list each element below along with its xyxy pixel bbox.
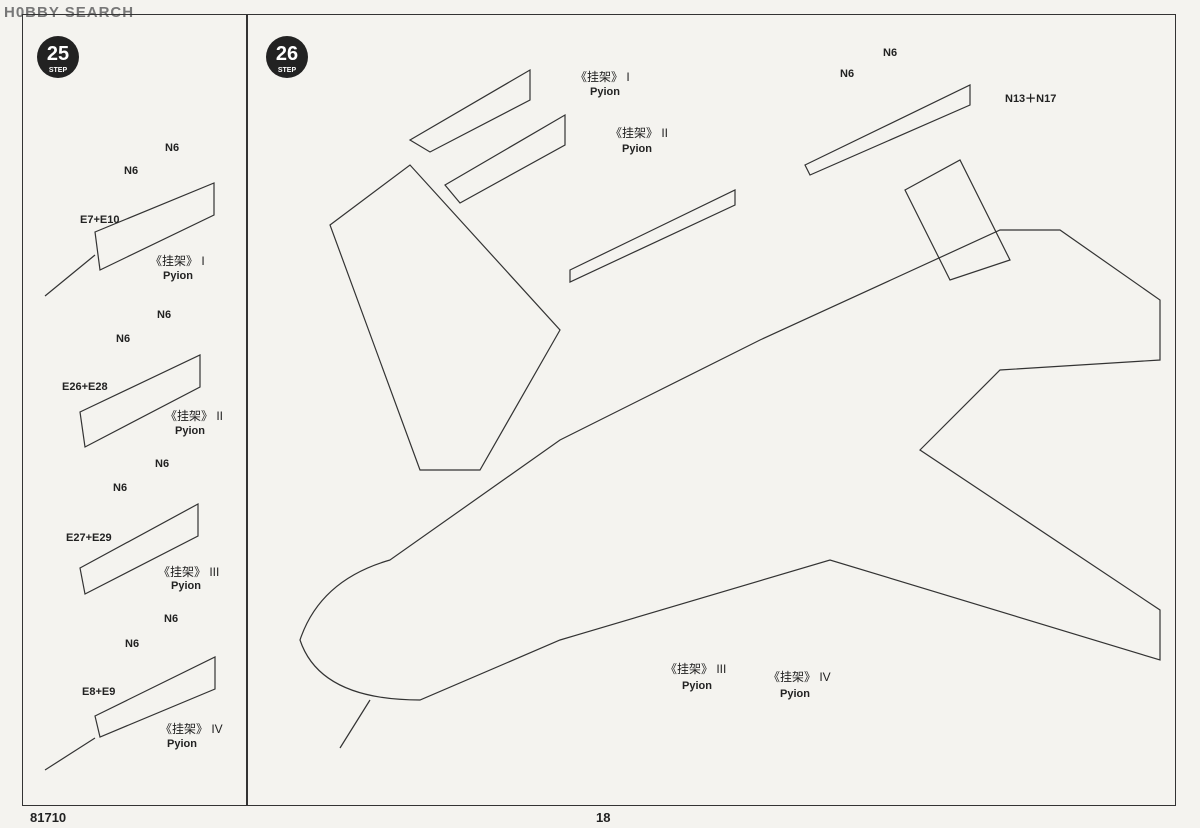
pylon-zh: 《挂架》 II <box>165 409 224 423</box>
label-n6: N6 <box>157 309 172 321</box>
pylon-zh: 《挂架》 I <box>150 254 205 268</box>
pylon-en: Pyion <box>780 688 810 700</box>
step-word: STEP <box>277 67 297 74</box>
pylon-en: Pyion <box>171 580 201 592</box>
pylon-drawings <box>44 68 971 771</box>
pylon-en: Pyion <box>622 143 652 155</box>
part-label: E8+E9 <box>82 686 116 698</box>
part-label: N13＋N17 <box>1005 93 1057 105</box>
page-number: 18 <box>596 810 611 825</box>
pylon-en: Pyion <box>682 680 712 692</box>
pylon-en: Pyion <box>167 738 197 750</box>
part-label: E7+E10 <box>80 214 120 226</box>
pylon-zh: 《挂架》 IV <box>160 722 223 736</box>
pylon-en: Pyion <box>590 86 620 98</box>
label-n6: N6 <box>883 47 898 59</box>
pylon-zh: 《挂架》 III <box>665 662 727 676</box>
pylon-zh: 《挂架》 IV <box>768 670 831 684</box>
pylon-en: Pyion <box>163 270 193 282</box>
label-n6: N6 <box>840 68 855 80</box>
product-code: 81710 <box>30 810 67 825</box>
step-26-panel <box>246 14 1176 806</box>
step-word: STEP <box>48 67 68 74</box>
pylon-zh: 《挂架》 III <box>158 565 220 579</box>
step-25-panel <box>22 14 248 806</box>
part-label: E27+E29 <box>66 532 112 544</box>
watermark-logo: H0BBY SEARCH <box>4 4 135 21</box>
label-n6: N6 <box>113 482 128 494</box>
step-number: 26 <box>275 43 299 65</box>
part-label: E26+E28 <box>62 381 108 393</box>
label-n6: N6 <box>165 142 180 154</box>
pylon-zh: 《挂架》 II <box>610 126 669 140</box>
label-n6: N6 <box>155 458 170 470</box>
step-number: 25 <box>46 43 70 65</box>
label-n6: N6 <box>124 165 139 177</box>
label-n6: N6 <box>125 638 140 650</box>
label-n6: N6 <box>116 333 131 345</box>
pylon-en: Pyion <box>175 425 205 437</box>
aircraft-outline <box>299 159 1161 749</box>
label-n6: N6 <box>164 613 179 625</box>
pylon-zh: 《挂架》 I <box>575 70 630 84</box>
